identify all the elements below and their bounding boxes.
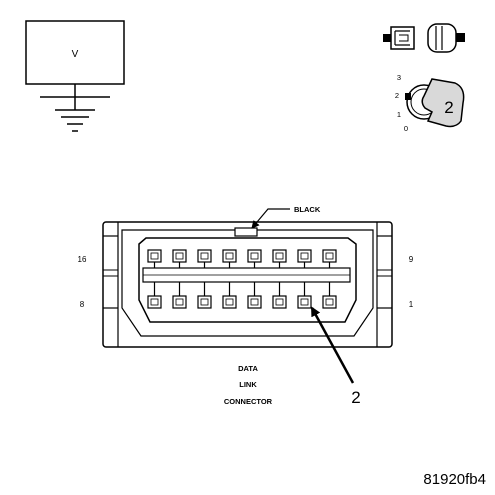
key-callout: 2	[444, 98, 453, 117]
key-position-3: 3	[397, 73, 401, 82]
connector-name-line-1: DATA	[238, 364, 258, 373]
ground-icon	[55, 97, 95, 132]
pin	[322, 282, 337, 309]
key-position-2: 2	[395, 91, 399, 100]
color-leader-line	[251, 208, 290, 229]
pin	[172, 282, 187, 309]
meter-label: V	[72, 49, 79, 60]
voltmeter-symbol: V	[25, 20, 125, 132]
pin	[247, 282, 262, 309]
pin	[272, 282, 287, 309]
figure-id: 81920fb4	[423, 471, 486, 488]
key-position-0: 0	[404, 124, 408, 133]
pin-label-8: 8	[80, 300, 85, 309]
pin-row-bottom	[147, 282, 337, 309]
pin-label-1: 1	[409, 300, 414, 309]
pin	[247, 249, 262, 268]
pin	[297, 282, 312, 309]
pin-label-16: 16	[78, 255, 87, 264]
pin	[222, 249, 237, 268]
data-link-connector: BLACK 16 8 9 1 2 DATA LINK CONNECTOR	[78, 205, 414, 407]
disconnected-connector-icon	[383, 23, 465, 53]
connector-name-line-2: LINK	[239, 380, 257, 389]
connector-color-label: BLACK	[294, 205, 321, 214]
pin-label-9: 9	[409, 255, 414, 264]
key-position-1: 1	[397, 110, 401, 119]
pin	[172, 249, 187, 268]
pin	[197, 249, 212, 268]
pin	[147, 282, 162, 309]
pin-row-top	[147, 249, 337, 268]
pin	[322, 249, 337, 268]
pin	[147, 249, 162, 268]
ignition-key-icon: 3 2 1 0 2	[395, 73, 465, 133]
pin	[297, 249, 312, 268]
pin	[197, 282, 212, 309]
callout-arrow	[310, 306, 355, 384]
pin	[272, 249, 287, 268]
pin	[222, 282, 237, 309]
connector-callout: 2	[351, 388, 360, 407]
connector-name-line-3: CONNECTOR	[224, 397, 273, 406]
